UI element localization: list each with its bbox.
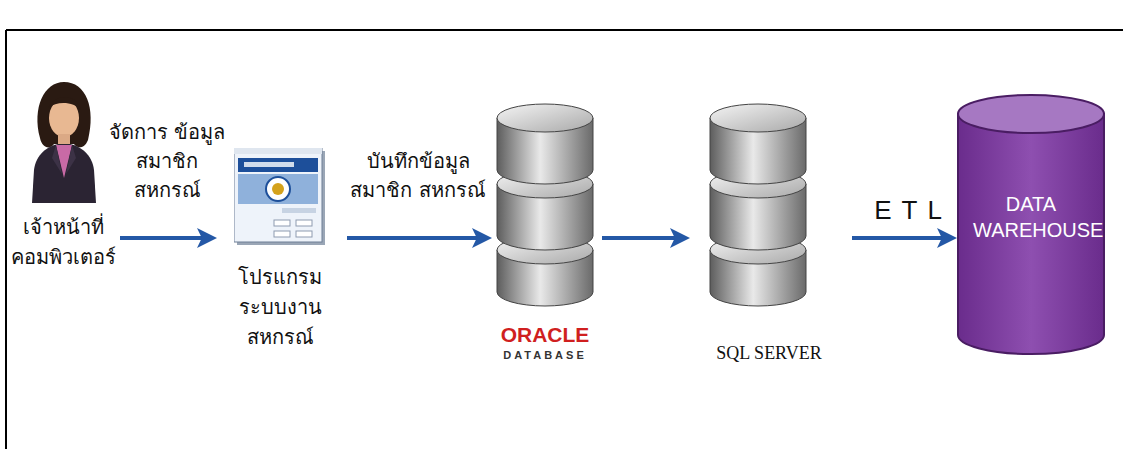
oracle-logo-subtext: DATABASE bbox=[490, 347, 600, 364]
node-caption: โปรแกรม ระบบงานสหกรณ์ bbox=[215, 262, 345, 352]
edge-label: บันทึกข้อมูล สมาชิก สหกรณ์ bbox=[348, 147, 488, 205]
flow-arrow bbox=[602, 236, 686, 240]
edge-label: จัดการ ข้อมูลสมาชิก สหกรณ์ bbox=[101, 118, 233, 205]
warehouse-label: DATA WAREHOUSE bbox=[955, 191, 1107, 243]
node-caption: SQL SERVER bbox=[688, 340, 850, 367]
node-caption: เจ้าหน้าที่ คอมพิวเตอร์ bbox=[8, 212, 118, 272]
program-node: โปรแกรม ระบบงานสหกรณ์ bbox=[215, 148, 345, 356]
program-screenshot bbox=[234, 148, 326, 246]
database-stack bbox=[708, 100, 808, 310]
database-stack bbox=[495, 100, 595, 310]
node-caption: ORACLEDATABASE bbox=[490, 322, 600, 364]
staff-node: เจ้าหน้าที่ คอมพิวเตอร์ bbox=[8, 78, 118, 278]
flow-arrow bbox=[120, 236, 213, 240]
flow-arrow bbox=[347, 236, 488, 240]
edge-label: ETL bbox=[853, 195, 963, 226]
node-caption-text: เจ้าหน้าที่ คอมพิวเตอร์ bbox=[8, 212, 118, 272]
data-warehouse-node: DATA WAREHOUSE bbox=[955, 92, 1107, 357]
oracle-logo-text: ORACLE bbox=[490, 322, 600, 347]
node-caption-text: โปรแกรม ระบบงานสหกรณ์ bbox=[215, 262, 345, 352]
node-caption: DATA WAREHOUSE bbox=[955, 191, 1107, 243]
flow-arrow bbox=[852, 236, 953, 240]
person-icon bbox=[26, 78, 101, 203]
node-caption-text: SQL SERVER bbox=[688, 340, 850, 367]
oracle-db-node: ORACLEDATABASE bbox=[490, 100, 600, 375]
sql-server-node: SQL SERVER bbox=[688, 100, 850, 371]
